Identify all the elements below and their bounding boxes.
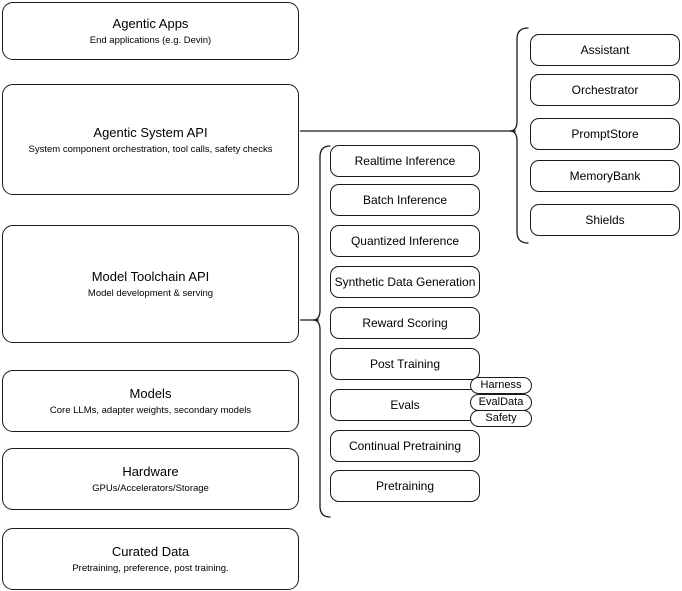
capability-label: Reward Scoring bbox=[362, 316, 448, 330]
layer-model-toolchain-api[interactable]: Model Toolchain API Model development & … bbox=[2, 225, 299, 343]
capability-pretraining[interactable]: Pretraining bbox=[330, 470, 480, 502]
component-assistant[interactable]: Assistant bbox=[530, 34, 680, 66]
capability-label: Continual Pretraining bbox=[348, 439, 462, 453]
layer-subtitle: GPUs/Accelerators/Storage bbox=[92, 483, 209, 494]
layer-curated-data[interactable]: Curated Data Pretraining, preference, po… bbox=[2, 528, 299, 590]
component-orchestrator[interactable]: Orchestrator bbox=[530, 74, 680, 106]
capability-label: Realtime Inference bbox=[354, 154, 456, 168]
capability-evals[interactable]: Evals bbox=[330, 389, 480, 421]
layer-subtitle: Model development & serving bbox=[87, 288, 214, 299]
badge-label: Harness bbox=[480, 379, 522, 391]
layer-subtitle: Pretraining, preference, post training. bbox=[72, 563, 229, 574]
capability-label: Post Training bbox=[369, 357, 441, 371]
layer-title: Agentic Apps bbox=[112, 16, 189, 31]
capability-reward-scoring[interactable]: Reward Scoring bbox=[330, 307, 480, 339]
capability-label: Evals bbox=[390, 398, 420, 412]
bracket-toolchain-capabilities bbox=[312, 145, 331, 518]
capability-label: Pretraining bbox=[375, 479, 435, 493]
layer-subtitle: End applications (e.g. Devin) bbox=[89, 35, 212, 46]
layer-title: Models bbox=[129, 386, 172, 401]
badge-label: EvalData bbox=[478, 396, 524, 408]
capability-label: Batch Inference bbox=[362, 193, 448, 207]
layer-models[interactable]: Models Core LLMs, adapter weights, secon… bbox=[2, 370, 299, 432]
layer-title: Curated Data bbox=[111, 544, 190, 559]
layer-subtitle: Core LLMs, adapter weights, secondary mo… bbox=[49, 405, 252, 416]
component-memorybank[interactable]: MemoryBank bbox=[530, 160, 680, 192]
component-label: Shields bbox=[585, 213, 625, 227]
evals-badge-evaldata[interactable]: EvalData bbox=[470, 394, 532, 411]
layer-subtitle: System component orchestration, tool cal… bbox=[28, 143, 273, 155]
capability-label: Synthetic Data Generation bbox=[334, 275, 476, 289]
badge-label: Safety bbox=[485, 412, 517, 424]
capability-synthetic-data-generation[interactable]: Synthetic Data Generation bbox=[330, 266, 480, 298]
capability-post-training[interactable]: Post Training bbox=[330, 348, 480, 380]
component-label: MemoryBank bbox=[569, 169, 641, 183]
layer-agentic-system-api[interactable]: Agentic System API System component orch… bbox=[2, 84, 299, 195]
capability-label: Quantized Inference bbox=[350, 234, 460, 248]
capability-continual-pretraining[interactable]: Continual Pretraining bbox=[330, 430, 480, 462]
bracket-agentic-components bbox=[509, 27, 529, 244]
component-shields[interactable]: Shields bbox=[530, 204, 680, 236]
capability-batch-inference[interactable]: Batch Inference bbox=[330, 184, 480, 216]
capability-quantized-inference[interactable]: Quantized Inference bbox=[330, 225, 480, 257]
component-promptstore[interactable]: PromptStore bbox=[530, 118, 680, 150]
component-label: Assistant bbox=[580, 43, 630, 57]
component-label: PromptStore bbox=[571, 127, 639, 141]
layer-agentic-apps[interactable]: Agentic Apps End applications (e.g. Devi… bbox=[2, 2, 299, 60]
evals-badge-harness[interactable]: Harness bbox=[470, 377, 532, 394]
capability-realtime-inference[interactable]: Realtime Inference bbox=[330, 145, 480, 177]
layer-title: Agentic System API bbox=[93, 124, 208, 140]
layer-title: Hardware bbox=[122, 464, 179, 479]
component-label: Orchestrator bbox=[571, 83, 639, 97]
layer-hardware[interactable]: Hardware GPUs/Accelerators/Storage bbox=[2, 448, 299, 510]
layer-title: Model Toolchain API bbox=[91, 269, 210, 284]
evals-badge-safety[interactable]: Safety bbox=[470, 410, 532, 427]
